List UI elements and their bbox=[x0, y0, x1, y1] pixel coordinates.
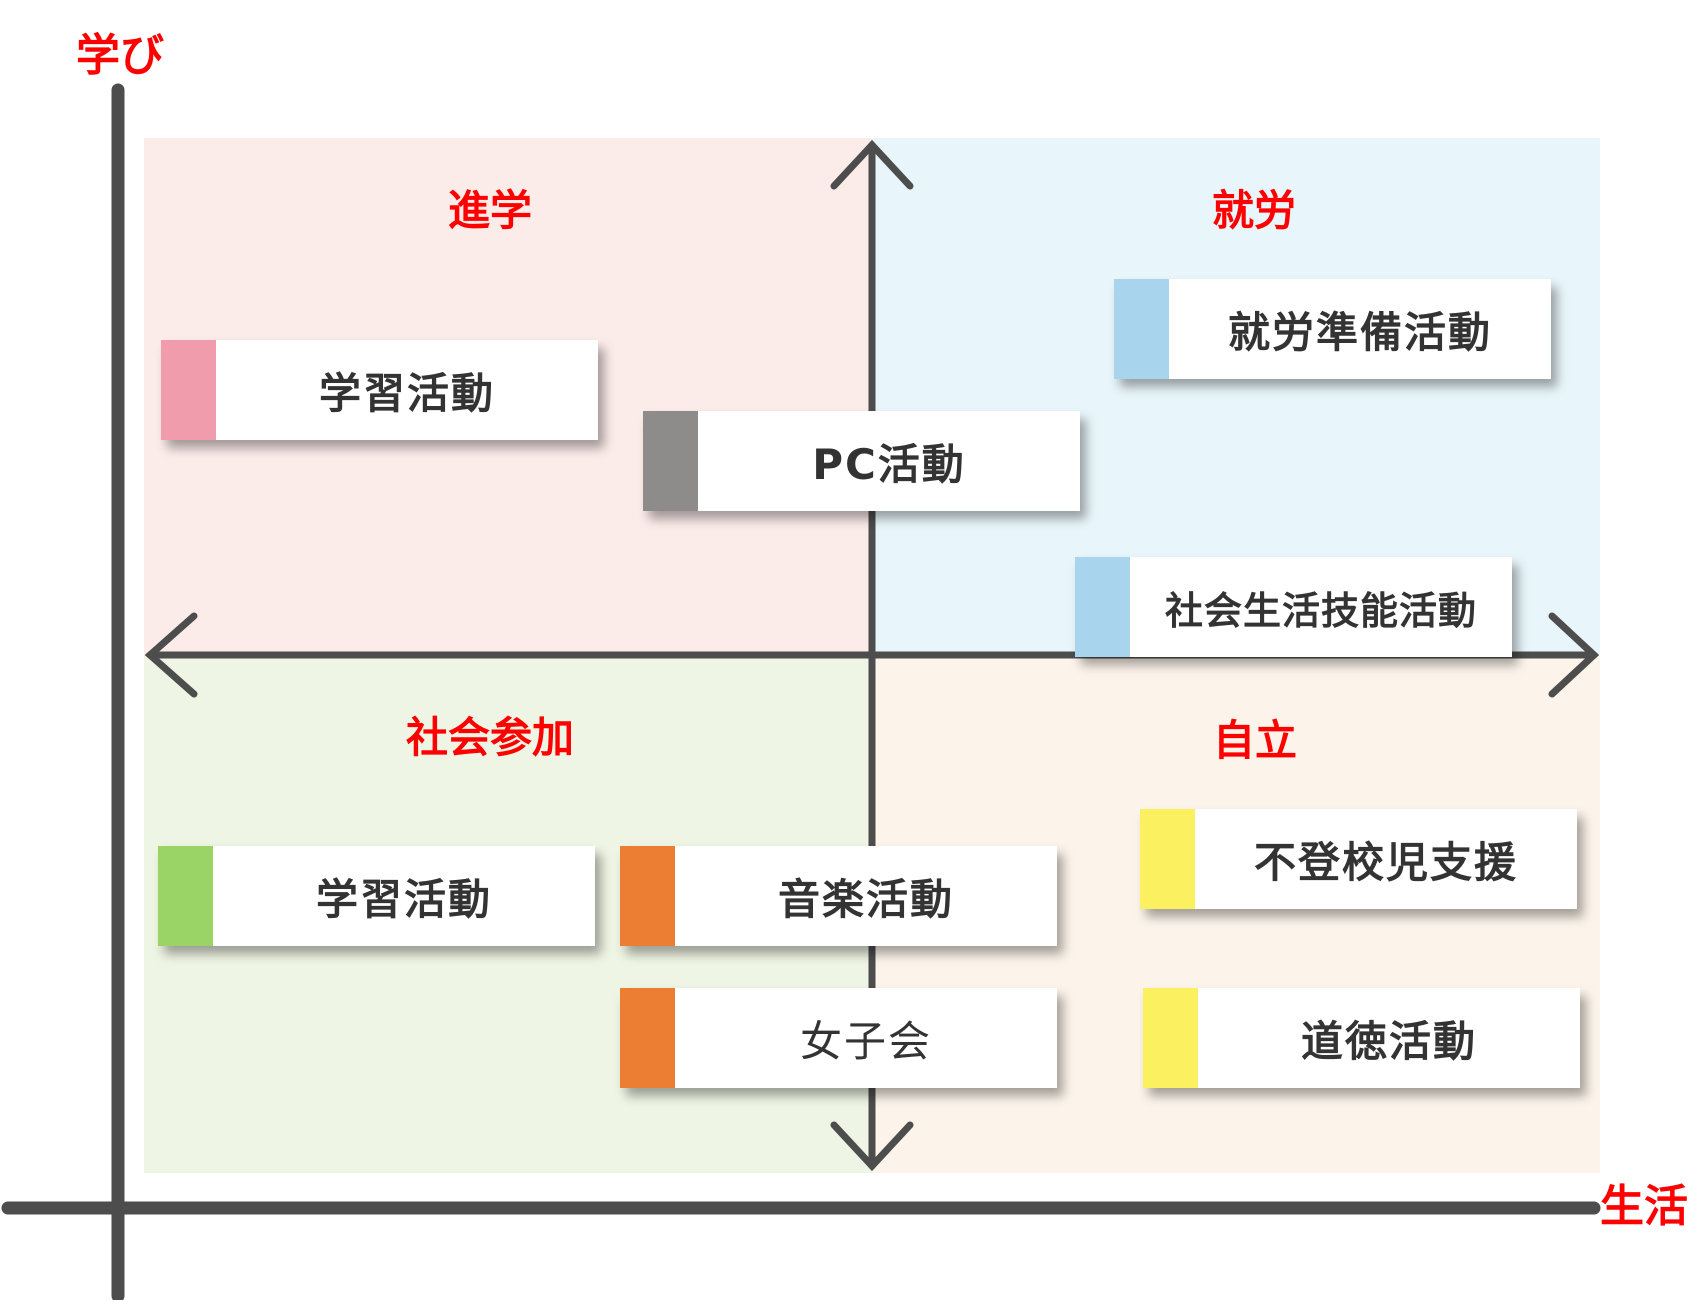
activity-card: 社会生活技能活動 bbox=[1075, 557, 1512, 657]
card-color-tab bbox=[1075, 557, 1130, 657]
activity-card: 学習活動 bbox=[158, 846, 595, 946]
card-label: 女子会 bbox=[799, 1016, 932, 1066]
card-color-tab bbox=[161, 340, 216, 440]
activity-card: 就労準備活動 bbox=[1114, 279, 1551, 379]
card-color-tab bbox=[620, 846, 675, 946]
y-axis-label: 学び bbox=[76, 30, 164, 81]
card-label: 社会生活技能活動 bbox=[1164, 588, 1477, 633]
arrow-right-head bbox=[1548, 612, 1600, 698]
card-label: 音楽活動 bbox=[777, 874, 954, 924]
card-color-tab bbox=[1114, 279, 1169, 379]
card-color-tab bbox=[643, 411, 698, 511]
quadrant-title-bottom-left: 社会参加 bbox=[405, 713, 575, 762]
arrow-up-head bbox=[830, 139, 914, 190]
card-label: 学習活動 bbox=[318, 368, 495, 418]
quadrant-title-bottom-right: 自立 bbox=[1212, 716, 1298, 765]
activity-card: 音楽活動 bbox=[620, 846, 1057, 946]
activity-card: 不登校児支援 bbox=[1140, 809, 1577, 909]
quadrant-title-top-right: 就労 bbox=[1211, 186, 1297, 235]
activity-card: PC活動 bbox=[643, 411, 1080, 511]
card-color-tab bbox=[1140, 809, 1195, 909]
card-color-tab bbox=[158, 846, 213, 946]
x-axis-label: 生活 bbox=[1600, 1181, 1688, 1232]
activity-card: 道徳活動 bbox=[1143, 988, 1580, 1088]
card-label: 道徳活動 bbox=[1300, 1016, 1477, 1066]
card-color-tab bbox=[620, 988, 675, 1088]
card-color-tab bbox=[1143, 988, 1198, 1088]
arrow-left-head bbox=[144, 612, 198, 698]
card-label: 学習活動 bbox=[315, 874, 492, 924]
card-label: 不登校児支援 bbox=[1253, 837, 1518, 887]
quadrant-title-top-left: 進学 bbox=[447, 186, 533, 235]
card-label: PC活動 bbox=[812, 439, 966, 489]
activity-card: 女子会 bbox=[620, 988, 1057, 1088]
card-label: 就労準備活動 bbox=[1227, 307, 1492, 357]
activity-card: 学習活動 bbox=[161, 340, 598, 440]
arrow-down-head bbox=[830, 1121, 914, 1172]
